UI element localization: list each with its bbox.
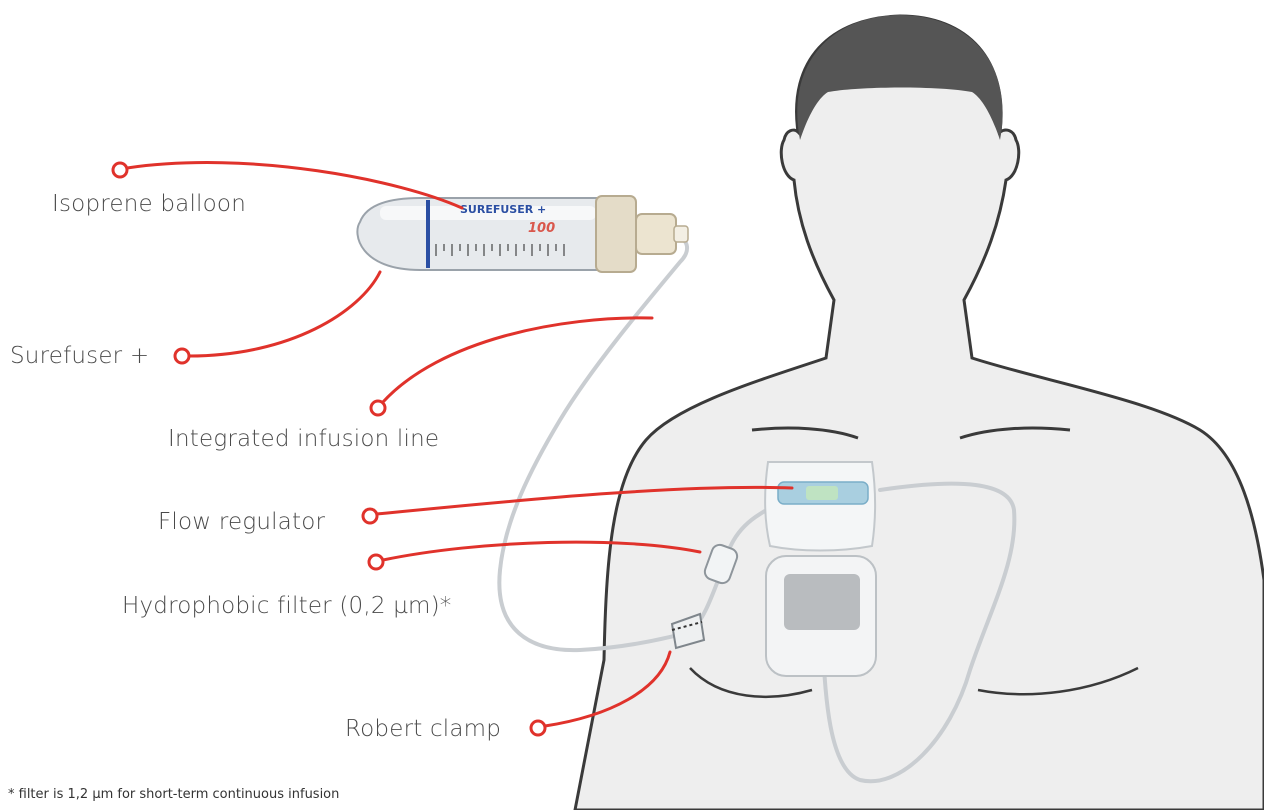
regulator-window xyxy=(806,486,838,500)
regulator-dressing xyxy=(765,462,875,551)
device-end-cap xyxy=(596,196,636,272)
device-connector xyxy=(636,214,676,254)
port-window xyxy=(784,574,860,630)
device-luer-tip xyxy=(674,226,688,242)
clamp-callout-dot xyxy=(531,721,545,735)
surefuser-callout-dot xyxy=(175,349,189,363)
flow-regulator-label: Flow regulator xyxy=(158,509,325,535)
surefuser-leader xyxy=(189,272,380,356)
isoprene-balloon-label: Isoprene balloon xyxy=(52,191,246,217)
catheter-port xyxy=(766,556,876,676)
device-brand: SUREFUSER + xyxy=(460,203,546,216)
torso-silhouette xyxy=(575,16,1264,810)
hydrophobic-filter-label: Hydrophobic filter (0,2 µm)* xyxy=(122,593,452,619)
device-volume: 100 xyxy=(528,221,555,236)
human-figure xyxy=(575,15,1264,810)
robert-clamp-label: Robert clamp xyxy=(345,716,501,742)
flow-regulator-callout-dot xyxy=(363,509,377,523)
isoprene-callout-dot xyxy=(113,163,127,177)
filter-callout-dot xyxy=(369,555,383,569)
surefuser-device: SUREFUSER + 100 xyxy=(357,196,688,272)
infusion-line-leader xyxy=(383,318,652,402)
flow-regulator-patch xyxy=(765,462,875,551)
surefuser-label: Surefuser + xyxy=(10,343,149,369)
infusion-line-label: Integrated infusion line xyxy=(168,426,439,452)
footnote: * filter is 1,2 µm for short-term contin… xyxy=(8,787,339,802)
